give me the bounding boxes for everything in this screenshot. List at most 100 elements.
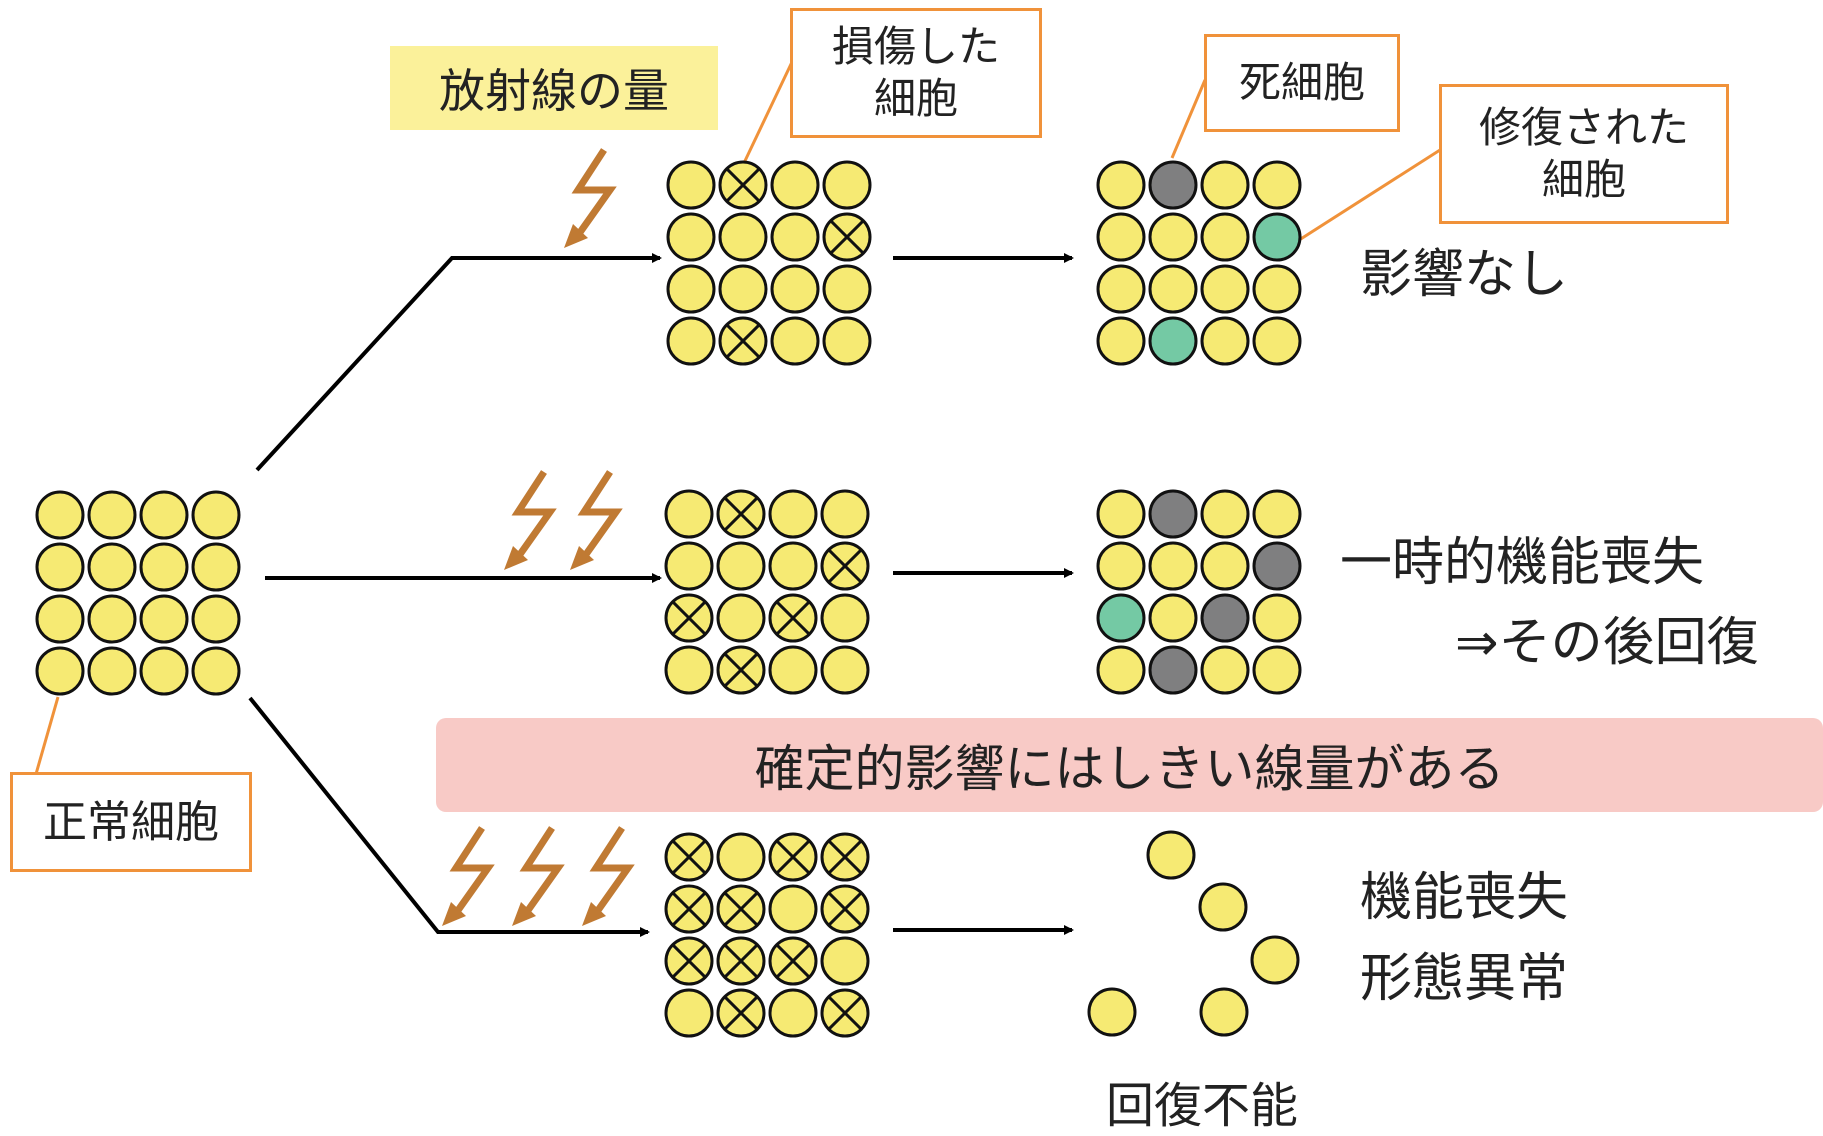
damaged-cell-callout: 損傷した 細胞	[790, 8, 1042, 138]
normal-cell	[1252, 489, 1302, 539]
normal-cell	[666, 316, 716, 366]
outcome-mid-text-1: 一時的機能喪失	[1340, 533, 1705, 593]
outcome-high-final-text: 回復不能	[1106, 1078, 1299, 1134]
normal-cell	[666, 264, 716, 314]
bolt-stroke	[511, 470, 557, 563]
repaired-cell-leader	[1295, 148, 1441, 244]
radiation-bolt	[564, 148, 617, 248]
outcome-mid-text-2: ⇒その後回復	[1455, 613, 1759, 673]
bolt-head	[442, 902, 466, 926]
normal-cell	[1200, 264, 1250, 314]
dead-cell-label: 死細胞	[1238, 57, 1365, 107]
normal-cell	[822, 160, 872, 210]
radiation-bolt	[582, 826, 635, 926]
bolt-head	[564, 224, 588, 248]
radiation-bolt	[512, 826, 565, 926]
normal-cell	[716, 832, 766, 882]
normal-cell	[87, 594, 137, 644]
bolt-stroke	[519, 826, 565, 919]
normal-cell	[1200, 316, 1250, 366]
repaired-cell	[1252, 212, 1302, 262]
bolt-head	[504, 546, 528, 570]
dead-cell	[1148, 489, 1198, 539]
outcome-mid-line2: ⇒その後回復	[1455, 600, 1759, 675]
dose-label-text: 放射線の量	[439, 64, 669, 118]
normal-cell	[820, 936, 870, 986]
normal-cell	[770, 160, 820, 210]
outcome-high-text-2: 形態異常	[1360, 949, 1569, 1009]
normal-cell	[770, 212, 820, 262]
scattered-cell	[1250, 935, 1300, 985]
threshold-banner: 確定的影響にはしきい線量がある	[436, 718, 1823, 812]
normal-cell	[770, 264, 820, 314]
dose-label: 放射線の量	[390, 46, 718, 130]
damage-cross	[723, 995, 759, 1031]
repaired-cell-callout: 修復された 細胞	[1439, 84, 1729, 224]
normal-cell	[1148, 212, 1198, 262]
normal-cell	[1252, 316, 1302, 366]
damage-cross	[723, 943, 759, 979]
normal-cell	[820, 489, 870, 539]
bolt-stroke	[449, 826, 495, 919]
damage-cross	[775, 943, 811, 979]
normal-cell	[1252, 264, 1302, 314]
normal-cell	[1096, 160, 1146, 210]
damage-cross	[827, 839, 863, 875]
normal-cell	[666, 212, 716, 262]
repaired-cell	[1096, 593, 1146, 643]
cell-grid-low_damaged	[666, 160, 872, 366]
normal-cell	[1200, 645, 1250, 695]
dead-cell	[1200, 593, 1250, 643]
cell-grid-mid_result	[1096, 489, 1302, 695]
normal-cell	[768, 988, 818, 1038]
damage-cross	[723, 652, 759, 688]
normal-cell	[768, 884, 818, 934]
normal-cell	[718, 264, 768, 314]
normal-cell	[770, 316, 820, 366]
scattered-cell	[1146, 830, 1196, 880]
cell-grids	[35, 160, 1302, 1038]
normal-cell	[35, 542, 85, 592]
normal-cell	[666, 160, 716, 210]
dead-cell	[1148, 645, 1198, 695]
radiation-bolts	[442, 148, 635, 926]
outcome-high-line1: 機能喪失	[1360, 855, 1568, 930]
outcome-high-text-1: 機能喪失	[1360, 868, 1569, 928]
damage-cross	[671, 943, 707, 979]
normal-cell	[1096, 489, 1146, 539]
normal-cell	[664, 988, 714, 1038]
outcome-high-final: 回復不能	[1106, 1066, 1298, 1136]
normal-cell-callout: 正常細胞	[10, 772, 252, 872]
normal-cell	[1200, 212, 1250, 262]
dead-cell-leader	[1170, 79, 1207, 159]
normal-cell	[1200, 541, 1250, 591]
damage-cross	[725, 167, 761, 203]
normal-cell	[768, 645, 818, 695]
normal-cell	[1096, 541, 1146, 591]
damage-cross	[827, 995, 863, 1031]
normal-cell	[1096, 645, 1146, 695]
cell-grid-mid_damaged	[664, 489, 870, 695]
normal-cell	[87, 646, 137, 696]
normal-cell	[1148, 593, 1198, 643]
damaged-cell-label-line1: 損傷した	[831, 21, 1000, 71]
normal-cell	[1148, 541, 1198, 591]
normal-cell	[139, 646, 189, 696]
normal-cell-leader	[34, 696, 60, 775]
normal-cell	[768, 489, 818, 539]
damaged-cell-leader	[742, 61, 794, 164]
normal-cell	[191, 646, 241, 696]
damage-cross	[725, 323, 761, 359]
bolt-stroke	[589, 826, 635, 919]
normal-cell	[820, 593, 870, 643]
normal-cell	[820, 645, 870, 695]
bolt-head	[570, 546, 594, 570]
cell-grid-normal	[35, 490, 241, 696]
outcome-low: 影響なし	[1360, 232, 1568, 307]
normal-cell	[191, 594, 241, 644]
damage-cross	[829, 219, 865, 255]
normal-cell	[664, 489, 714, 539]
normal-cell	[1252, 160, 1302, 210]
scattered-cell	[1199, 987, 1249, 1037]
